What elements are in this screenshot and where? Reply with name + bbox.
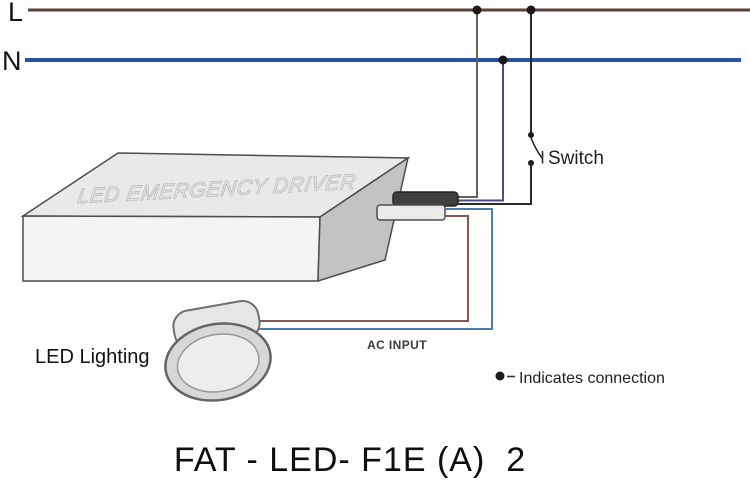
neutral-drop-wire [458, 60, 504, 202]
driver-box-front-face [22, 215, 321, 282]
switch-contact-top [528, 132, 534, 138]
led-downlight-lens [176, 333, 260, 393]
switch-blade [530, 137, 543, 159]
connection-dot-live-2 [526, 5, 536, 15]
model-title: FAT - LED- F1E (A) 2 [174, 441, 526, 479]
switch-label: Switch [548, 148, 604, 169]
connection-dot-neutral [498, 55, 508, 65]
driver-box: LED EMERGENCY DRIVER [20, 152, 411, 283]
live-rail-label: L [8, 0, 23, 27]
led-downlight [164, 300, 272, 402]
live-drop-wire [458, 10, 478, 198]
ac-input-label: AC INPUT [367, 338, 427, 352]
legend: Indicates connection [495, 370, 665, 387]
switch-wire-lower [458, 163, 532, 205]
legend-connection-dot-icon [495, 371, 505, 381]
led-lighting-label: LED Lighting [35, 346, 150, 368]
led-wire-blue [252, 208, 493, 330]
neutral-rail-label: N [2, 46, 22, 76]
mains-connector-plug [392, 191, 459, 207]
driver-box-right-face [317, 156, 410, 283]
output-connector-plug [376, 204, 446, 221]
legend-label: Indicates connection [519, 370, 665, 387]
led-wire-brown [250, 215, 469, 322]
connection-dot-live-1 [472, 5, 482, 15]
